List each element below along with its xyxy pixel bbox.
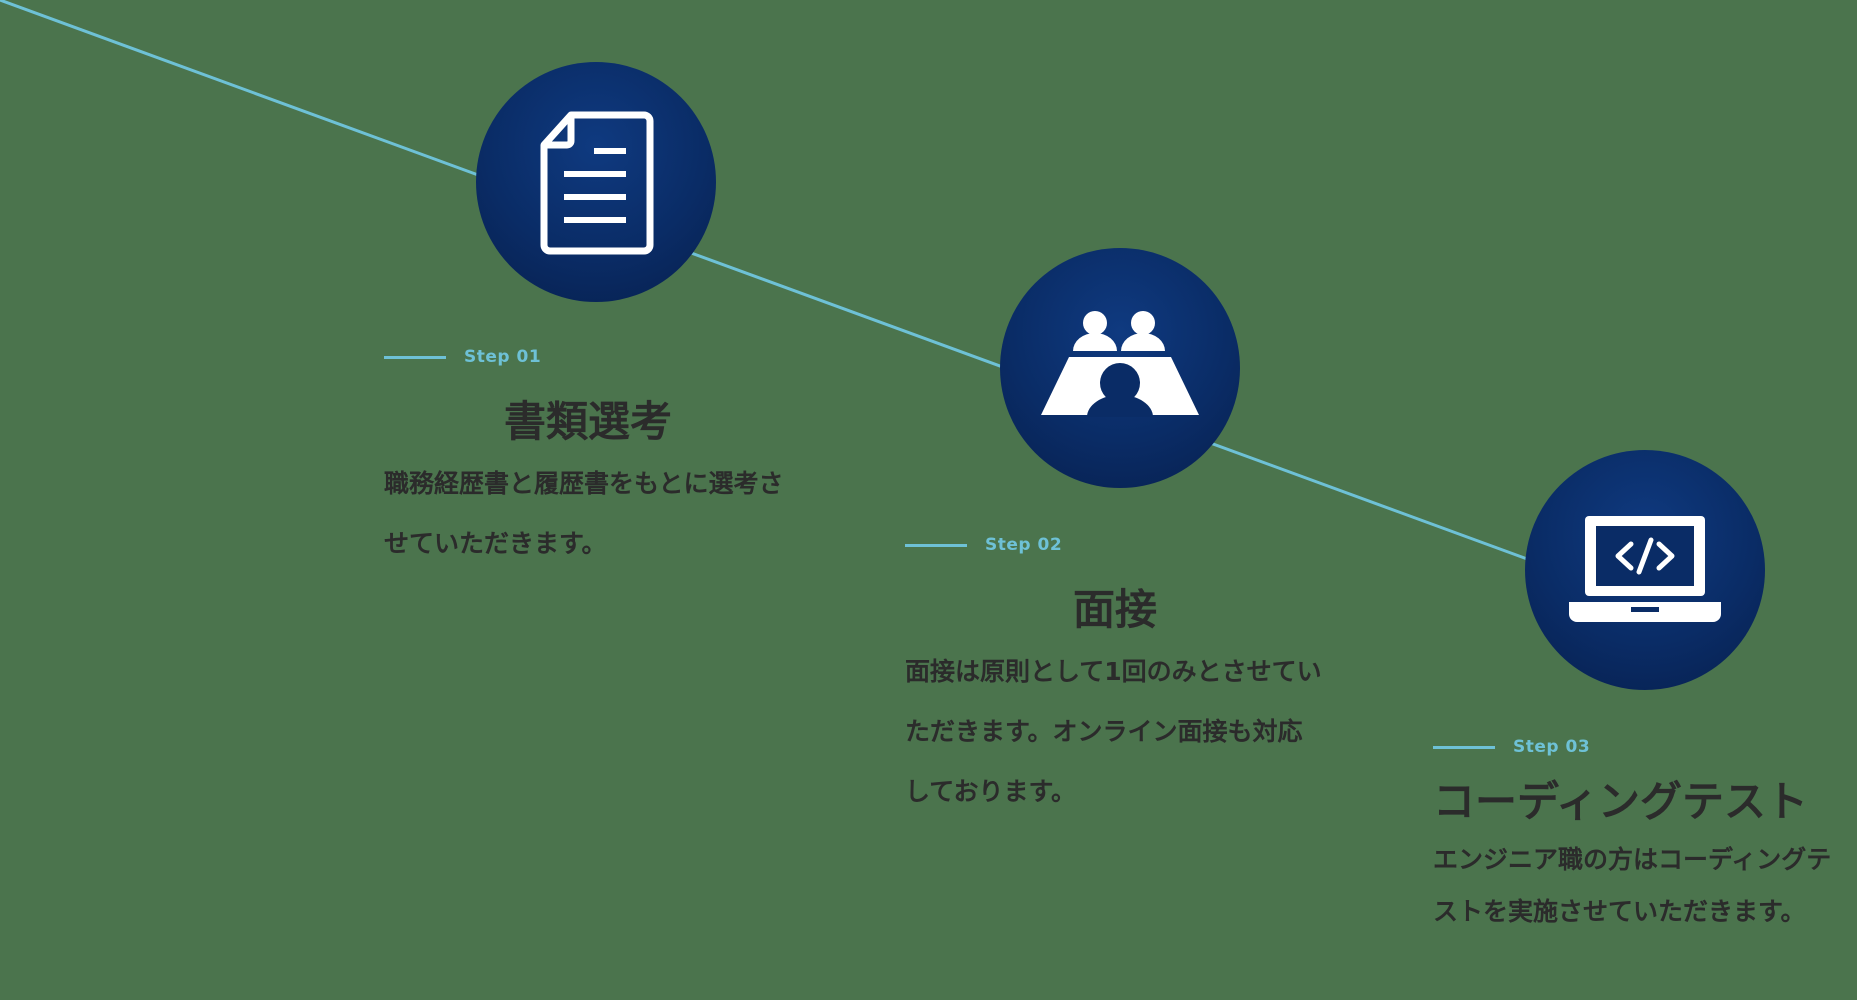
step-2-title: 面接 [1073, 585, 1158, 634]
step-2-circle [1000, 248, 1240, 488]
step-2-label: Step 02 [985, 535, 1063, 555]
step-1-block: Step 01 書類選考 職務経歴書と履歴書をもとに選考させていただきます。 [384, 342, 804, 574]
step-1-description: 職務経歴書と履歴書をもとに選考させていただきます。 [384, 469, 784, 558]
step-3-description: エンジニア職の方はコーディングテストを実施させていただきます。 [1433, 845, 1832, 926]
step-3-block: Step 03 コーディングテスト エンジニア職の方はコーディングテストを実施さ… [1433, 732, 1853, 938]
step-3-label: Step 03 [1513, 737, 1591, 757]
document-icon [540, 111, 654, 255]
step-1-circle [476, 62, 716, 302]
step-2-description: 面接は原則として1回のみとさせていただきます。オンライン面接も対応しております。 [905, 657, 1322, 806]
step-3-tag: Step 03 [1433, 732, 1853, 762]
step-3-title: コーディングテスト [1433, 777, 1809, 826]
step-tag-line [905, 543, 967, 547]
laptop-code-icon [1569, 516, 1721, 622]
meeting-icon [1041, 311, 1199, 417]
step-1-title: 書類選考 [504, 397, 673, 446]
step-tag-line [1433, 745, 1495, 749]
step-1-label: Step 01 [464, 347, 542, 367]
step-tag-line [384, 355, 446, 359]
step-2-block: Step 02 面接 面接は原則として1回のみとさせていただきます。オンライン面… [905, 530, 1325, 822]
step-3-circle [1525, 450, 1765, 690]
step-2-tag: Step 02 [905, 530, 1325, 560]
step-1-tag: Step 01 [384, 342, 804, 372]
